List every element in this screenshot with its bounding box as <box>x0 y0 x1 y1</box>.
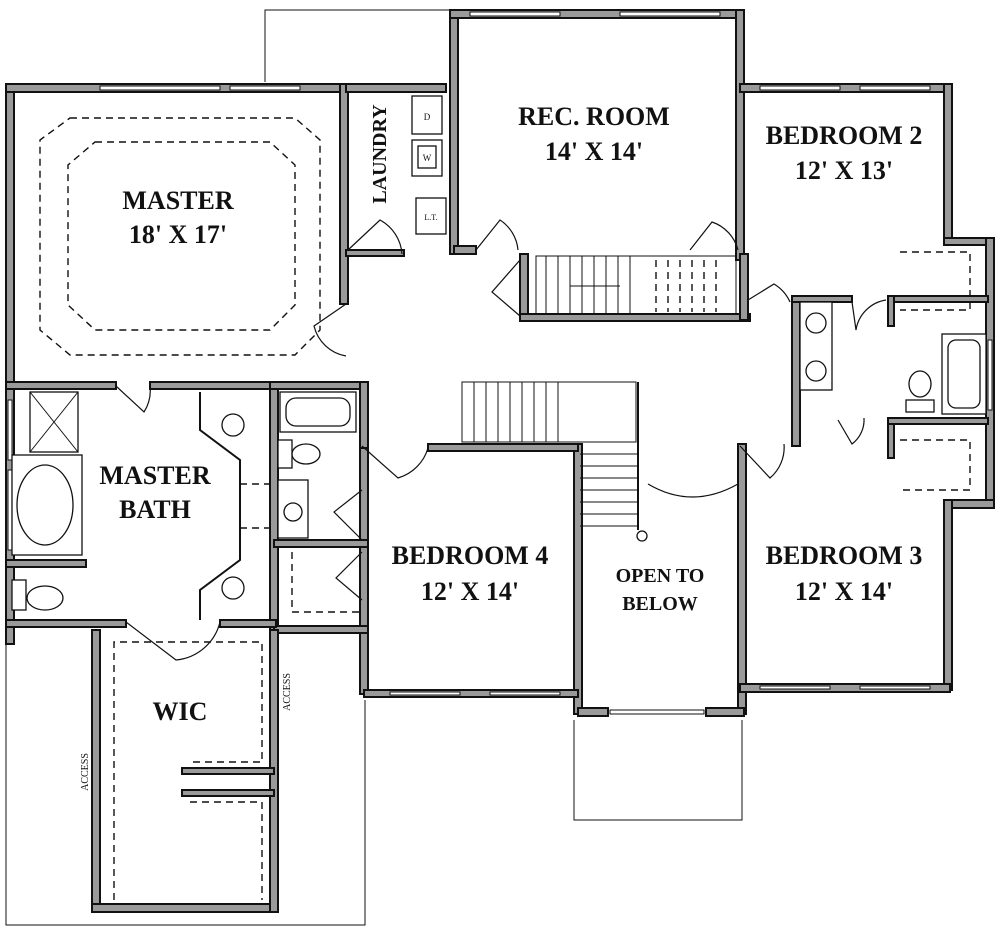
walls <box>5 9 995 913</box>
rec-room-size: 14' X 14' <box>545 137 643 166</box>
context-lines <box>5 9 743 926</box>
access-label-right: ACCESS <box>282 673 293 711</box>
stairs-lower <box>461 381 739 542</box>
master-size: 18' X 17' <box>129 220 227 249</box>
master-name: MASTER <box>122 186 233 215</box>
toilet-tank <box>11 579 27 611</box>
open-to-below-line2: BELOW <box>622 593 698 615</box>
laundry-fixtures: D W L.T. <box>411 95 447 235</box>
bedroom4-name: BEDROOM 4 <box>392 541 549 570</box>
wic-shelving <box>113 641 263 900</box>
sink-lower <box>221 576 245 600</box>
rec-room-name: REC. ROOM <box>518 102 670 131</box>
open-to-below-line1: OPEN TO <box>616 565 705 587</box>
bedroom4-size: 12' X 14' <box>421 577 519 606</box>
laundry-tub-label: L.T. <box>424 213 437 222</box>
hall-bath-fixtures <box>277 391 360 613</box>
laundry-name: LAUNDRY <box>369 104 391 204</box>
bedroom3-size: 12' X 14' <box>795 577 893 606</box>
bath-toilet <box>908 370 932 398</box>
master-bath-fixtures <box>11 391 270 620</box>
room-labels: MASTER 18' X 17' LAUNDRY REC. ROOM 14' X… <box>80 102 922 791</box>
dryer-label: D <box>424 112 431 122</box>
windows <box>7 11 993 715</box>
stairs-upper <box>535 255 737 315</box>
bedroom2-name: BEDROOM 2 <box>766 121 923 150</box>
bath-sink-lower <box>805 360 827 382</box>
sink-upper <box>221 413 245 437</box>
master-tray-ceiling <box>39 117 321 356</box>
access-label-left: ACCESS <box>80 753 91 791</box>
hall-toilet <box>291 443 321 465</box>
master-bath-name-line1: MASTER <box>99 461 210 490</box>
master-bath-name-line2: BATH <box>119 495 191 524</box>
bedroom3-name: BEDROOM 3 <box>766 541 923 570</box>
dryer <box>411 95 443 135</box>
bath-sink-upper <box>805 312 827 334</box>
hall-sink <box>283 502 303 522</box>
door-swings <box>115 219 887 661</box>
bedroom2-size: 12' X 13' <box>795 156 893 185</box>
upstairs-bath-fixtures <box>799 251 987 491</box>
laundry-tub <box>415 197 447 235</box>
washer-label: W <box>423 153 432 163</box>
wic-name: WIC <box>153 697 208 726</box>
toilet <box>26 585 64 611</box>
